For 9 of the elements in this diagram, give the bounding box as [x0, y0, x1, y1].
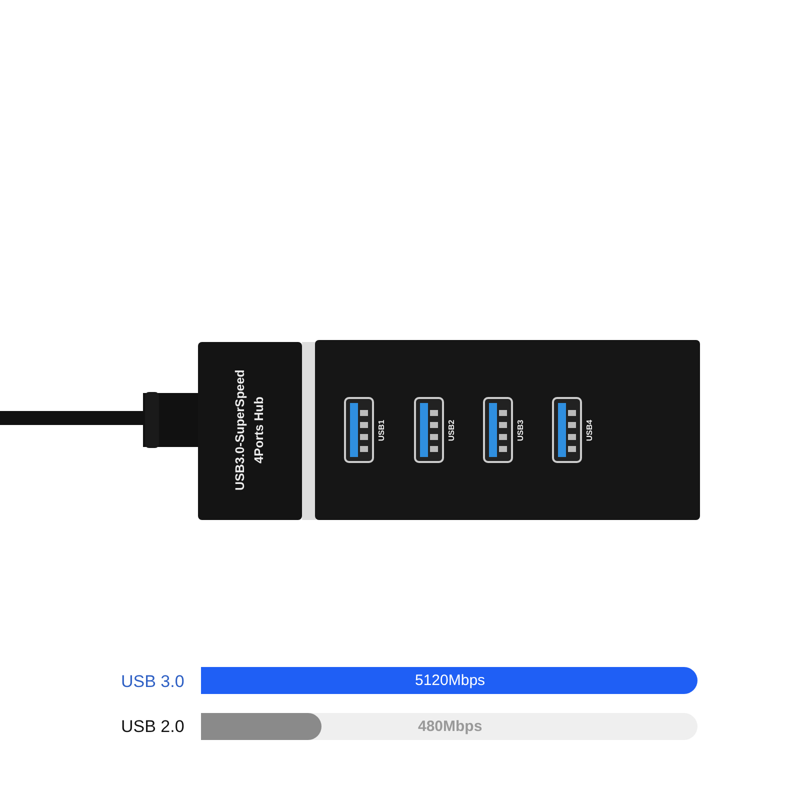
port-label: USB4 [584, 419, 594, 441]
port-label: USB2 [446, 419, 456, 441]
axis-label: USB 3.0 [121, 672, 184, 692]
port-label: USB3 [516, 419, 525, 441]
port-label: USB1 [376, 419, 386, 441]
value-label: 480Mbps [418, 718, 482, 735]
printed-text: USB3.0-SuperSpeed 4Ports Hub [232, 368, 267, 492]
axis-label: USB 2.0 [121, 717, 184, 737]
value-label: 5120Mbps [415, 672, 486, 689]
